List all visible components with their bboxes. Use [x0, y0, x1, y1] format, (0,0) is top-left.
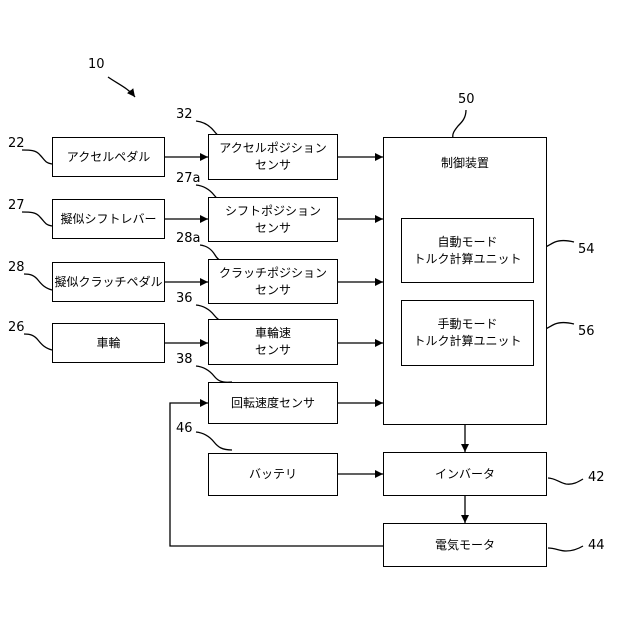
shift-sensor-line1: シフトポジション [225, 203, 321, 220]
ref-27: 27 [8, 199, 25, 213]
ref-32: 32 [176, 108, 193, 122]
clutch-position-sensor-block: クラッチポジション センサ [208, 259, 338, 304]
leader-22 [22, 150, 52, 164]
ref-10: 10 [88, 58, 105, 72]
controller-label: 制御装置 [441, 155, 489, 172]
leader-26 [24, 334, 52, 350]
ref-38: 38 [176, 353, 193, 367]
rotation-sensor-label: 回転速度センサ [231, 395, 315, 412]
leader-10 [108, 77, 135, 97]
inverter-block: インバータ [383, 452, 547, 496]
shift-sensor-line2: センサ [255, 220, 291, 237]
ref-26: 26 [8, 321, 25, 335]
ref-46: 46 [176, 422, 193, 436]
auto-unit-line2: トルク計算ユニット [413, 251, 521, 268]
ref-42: 42 [588, 471, 605, 485]
ref-27a: 27a [176, 172, 201, 186]
manual-unit-line1: 手動モード [437, 316, 497, 333]
leader-27 [22, 212, 52, 226]
leader-50 [453, 110, 466, 138]
ref-50: 50 [458, 93, 475, 107]
manual-mode-torque-unit-block: 手動モード トルク計算ユニット [401, 300, 534, 366]
shift-lever-block: 擬似シフトレバー [52, 199, 165, 239]
accel-position-sensor-block: アクセルポジション センサ [208, 134, 338, 180]
leader-44 [548, 546, 583, 551]
leader-42 [548, 478, 583, 484]
clutch-pedal-block: 擬似クラッチペダル [52, 262, 165, 302]
wheel-block: 車輪 [52, 323, 165, 363]
ref-56: 56 [578, 325, 595, 339]
leader-38 [196, 366, 232, 382]
battery-label: バッテリ [249, 466, 297, 483]
shift-lever-label: 擬似シフトレバー [60, 211, 156, 228]
motor-label: 電気モータ [435, 537, 495, 554]
clutch-pedal-label: 擬似クラッチペダル [54, 274, 162, 291]
inverter-label: インバータ [435, 466, 495, 483]
shift-position-sensor-block: シフトポジション センサ [208, 197, 338, 242]
wheel-speed-sensor-line2: センサ [255, 342, 291, 359]
accel-pedal-block: アクセルペダル [52, 137, 165, 177]
auto-mode-torque-unit-block: 自動モード トルク計算ユニット [401, 218, 534, 283]
rotation-speed-sensor-block: 回転速度センサ [208, 382, 338, 424]
accel-pedal-label: アクセルペダル [67, 149, 150, 166]
leader-46 [196, 432, 232, 450]
accel-sensor-line2: センサ [255, 157, 291, 174]
accel-sensor-line1: アクセルポジション [219, 140, 326, 157]
ref-54: 54 [578, 243, 595, 257]
ref-36: 36 [176, 292, 193, 306]
leader-28 [24, 274, 52, 290]
clutch-sensor-line2: センサ [255, 282, 291, 299]
wheel-speed-sensor-line1: 車輪速 [255, 325, 291, 342]
ref-44: 44 [588, 539, 605, 553]
clutch-sensor-line1: クラッチポジション [219, 265, 327, 282]
wheel-speed-sensor-block: 車輪速 センサ [208, 319, 338, 365]
battery-block: バッテリ [208, 453, 338, 496]
electric-motor-block: 電気モータ [383, 523, 547, 567]
manual-unit-line2: トルク計算ユニット [413, 333, 521, 350]
auto-unit-line1: 自動モード [437, 234, 497, 251]
wheel-label: 車輪 [96, 335, 120, 352]
ref-22: 22 [8, 137, 25, 151]
ref-28a: 28a [176, 232, 201, 246]
ref-28: 28 [8, 261, 25, 275]
